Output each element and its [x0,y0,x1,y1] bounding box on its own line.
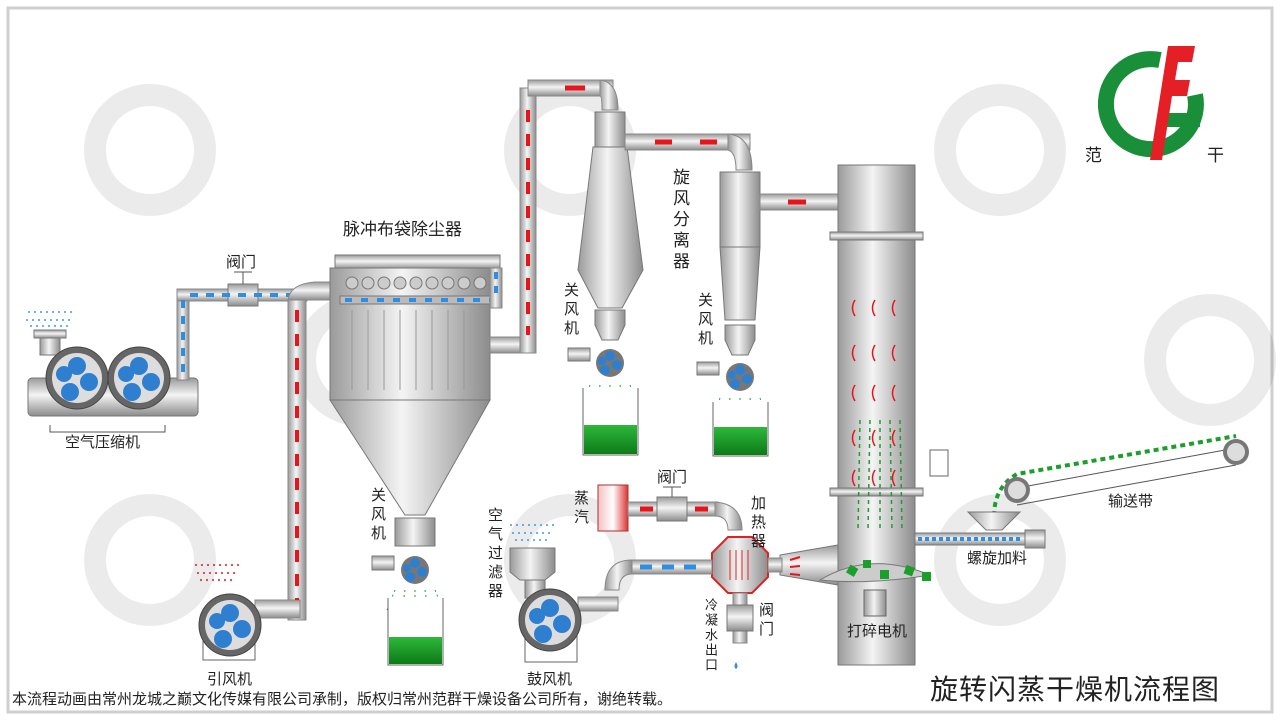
conveyor-and-feeder [914,434,1249,549]
cyclone-separator-1 [567,111,753,456]
valve-steam-label: 阀门 [657,468,688,486]
induced-fan [195,281,336,661]
screw-feeder-label: 螺旋加料 [967,549,1028,567]
blower-label: 鼓风机 [527,670,573,688]
air-filter-label: 空气过滤器 [486,507,504,602]
valve-icon[interactable] [726,604,754,632]
conveyor-label: 输送带 [1108,492,1154,510]
air-compressor-label: 空气压缩机 [65,433,141,451]
drying-tower [779,164,949,666]
dust-collector-label: 脉冲布袋除尘器 [343,220,462,240]
crusher-motor-label: 打碎电机 [847,622,908,640]
condensate-outlet-label: 冷凝水出口 [702,598,717,673]
airlock-3-label: 关风机 [696,292,714,349]
company-logo [1097,46,1204,160]
frame-border [6,6,1274,714]
airlock-2-label: 关风机 [562,282,580,339]
cyclone-label: 旋风分离器 [669,168,689,273]
air-compressor [26,311,199,433]
blower [509,524,582,663]
logo-right-char: 干 [1207,146,1224,166]
water-drop-icon [734,662,738,669]
pulse-bag-dust-collector [329,254,503,666]
steam-heater-system [577,484,783,669]
heater-label: 加热器 [749,495,767,552]
cyclone-separator-2 [696,171,839,457]
page-title: 旋转闪蒸干燥机流程图 [930,673,1221,706]
steam-label: 蒸汽 [572,490,590,528]
valve-condensate-label: 阀门 [757,602,775,640]
copyright-footer: 本流程动画由常州龙城之巅文化传媒有限公司承制，版权归常州范群干燥设备公司所有，谢… [12,690,673,708]
valve-icon[interactable] [656,496,688,522]
valve-top-label: 阀门 [226,253,257,271]
airlock-1-label: 关风机 [369,487,387,544]
crusher-motor-icon [863,589,887,617]
exhaust-pipe [489,79,619,354]
induced-fan-label: 引风机 [207,670,253,688]
logo-left-char: 范 [1085,146,1102,166]
